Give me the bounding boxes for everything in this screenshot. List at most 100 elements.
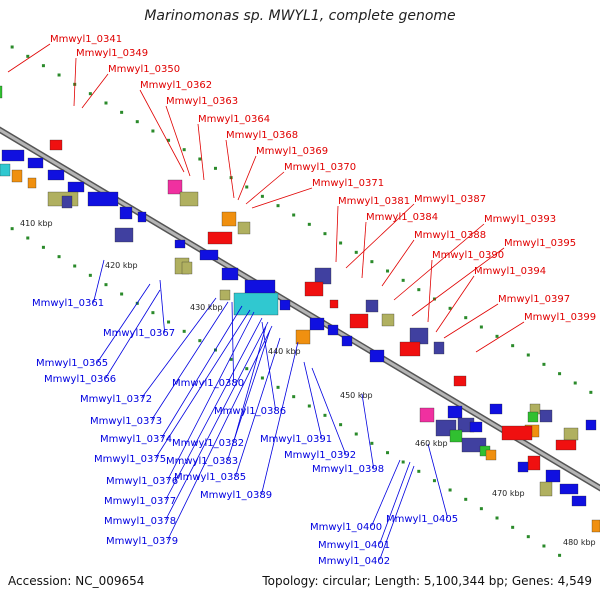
- gene-feature: [349, 313, 369, 329]
- gene-feature: [0, 85, 3, 99]
- tick-label: 480 kbp: [563, 538, 596, 547]
- tick-dot: [276, 385, 280, 389]
- tick-dot: [10, 227, 14, 231]
- tick-dot: [479, 507, 483, 511]
- bottom-gene-label: Mmwyl1_0377: [104, 496, 176, 507]
- gene-feature: [221, 211, 237, 227]
- gene-feature: [539, 409, 553, 423]
- gene-feature: [1, 149, 25, 162]
- tick-dot: [292, 395, 296, 399]
- gene-feature: [167, 179, 183, 195]
- bottom-gene-label: Mmwyl1_0380: [172, 378, 244, 389]
- bottom-gene-label: Mmwyl1_0391: [260, 434, 332, 445]
- top-gene-label: Mmwyl1_0349: [76, 48, 148, 59]
- bottom-gene-label: Mmwyl1_0372: [80, 394, 152, 405]
- bottom-label-leader: [165, 317, 263, 501]
- gene-feature: [327, 324, 339, 336]
- bottom-label-leader: [231, 301, 234, 383]
- gene-features: [0, 85, 600, 533]
- gene-feature: [409, 327, 429, 345]
- top-label-leader: [411, 247, 505, 317]
- gene-feature: [174, 239, 186, 249]
- tick-dot: [370, 441, 374, 445]
- tick-dot: [198, 157, 202, 161]
- bottom-gene-label: Mmwyl1_0400: [310, 522, 382, 533]
- gene-feature: [11, 169, 23, 183]
- gene-feature: [279, 299, 291, 311]
- tick-dot: [479, 325, 483, 329]
- bottom-label-leader: [167, 325, 273, 541]
- gene-feature: [27, 177, 37, 189]
- gene-feature: [527, 411, 539, 423]
- top-label-leader: [245, 171, 285, 205]
- top-gene-label: Mmwyl1_0341: [50, 34, 122, 45]
- bottom-label-leader: [261, 321, 276, 411]
- gene-feature: [61, 195, 73, 209]
- tick-dot: [198, 339, 202, 343]
- tick-dot: [41, 245, 45, 249]
- bottom-label-leader: [261, 341, 299, 495]
- gene-feature: [369, 349, 385, 363]
- tick-dot: [120, 292, 124, 296]
- tick-dot: [57, 73, 61, 77]
- top-label-leader: [381, 239, 415, 287]
- bottom-gene-label: Mmwyl1_0401: [318, 540, 390, 551]
- tick-dot: [10, 45, 14, 49]
- tick-dot: [307, 222, 311, 226]
- bottom-label-leader: [155, 309, 251, 459]
- gene-feature: [27, 157, 44, 169]
- gene-feature: [527, 455, 541, 471]
- top-gene-label: Mmwyl1_0369: [256, 146, 328, 157]
- bottom-label-leader: [161, 305, 243, 439]
- tick-label: 450 kbp: [340, 391, 373, 400]
- tick-dot: [542, 544, 546, 548]
- gene-feature: [485, 449, 497, 461]
- tick-dot: [120, 110, 124, 114]
- tick-dot: [573, 381, 577, 385]
- gene-feature: [314, 267, 332, 285]
- tick-dot: [339, 423, 343, 427]
- tick-dot: [401, 460, 405, 464]
- top-gene-label: Mmwyl1_0370: [284, 162, 356, 173]
- accession-text: Accession: NC_009654: [8, 574, 145, 588]
- bottom-label-leader: [233, 325, 267, 443]
- bottom-label-leader: [165, 321, 269, 521]
- top-gene-label: Mmwyl1_0350: [108, 64, 180, 75]
- bottom-label-leader: [93, 259, 105, 303]
- top-label-leader: [7, 43, 51, 73]
- bottom-gene-label: Mmwyl1_0392: [284, 450, 356, 461]
- tick-dot: [354, 250, 358, 254]
- tick-dot: [526, 535, 530, 539]
- tick-dot: [104, 101, 108, 105]
- gene-feature: [237, 221, 251, 235]
- bottom-gene-label: Mmwyl1_0389: [200, 490, 272, 501]
- top-gene-label: Mmwyl1_0364: [198, 114, 270, 125]
- top-label-leader: [443, 303, 499, 339]
- label-leader-lines: [7, 43, 525, 561]
- gene-feature: [433, 341, 445, 355]
- top-label-leader: [197, 123, 205, 181]
- top-label-leader: [225, 139, 235, 199]
- top-label-leader: [139, 89, 185, 173]
- top-gene-label: Mmwyl1_0371: [312, 178, 384, 189]
- gene-feature: [469, 421, 483, 433]
- tick-dot: [260, 376, 264, 380]
- tick-dot: [370, 260, 374, 264]
- gene-feature: [447, 405, 463, 419]
- top-label-leader: [335, 205, 339, 263]
- tick-label: 420 kbp: [105, 261, 138, 270]
- tick-dot: [448, 488, 452, 492]
- gene-feature: [219, 289, 231, 301]
- bottom-label-leader: [361, 393, 374, 469]
- top-gene-label: Mmwyl1_0384: [366, 212, 438, 223]
- bottom-gene-label: Mmwyl1_0367: [103, 328, 175, 339]
- top-gene-label: Mmwyl1_0393: [484, 214, 556, 225]
- bottom-gene-label: Mmwyl1_0383: [166, 456, 238, 467]
- bottom-label-leader: [371, 459, 401, 527]
- tick-dot: [495, 334, 499, 338]
- tick-dot: [151, 129, 155, 133]
- tick-dot: [26, 54, 30, 58]
- tick-dot: [73, 264, 77, 268]
